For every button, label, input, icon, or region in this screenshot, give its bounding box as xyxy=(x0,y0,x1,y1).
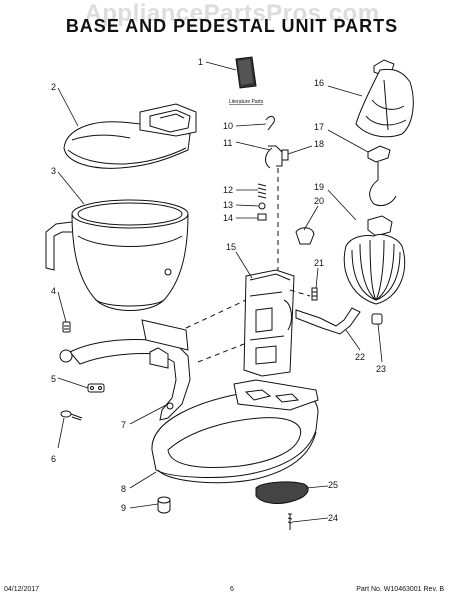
callouts: 1 2 3 4 5 6 7 8 9 10 11 12 13 14 15 16 1… xyxy=(51,57,386,523)
callout-17: 17 xyxy=(314,122,324,132)
lift-lever xyxy=(265,145,289,169)
callout-21: 21 xyxy=(314,258,324,268)
base-pad xyxy=(255,481,309,504)
callout-22: 22 xyxy=(355,352,365,362)
footer-part-number: Part No. W10463001 Rev. B xyxy=(356,586,444,593)
footer-page-number: 6 xyxy=(230,586,234,593)
callout-13: 13 xyxy=(223,200,233,210)
callout-12: 12 xyxy=(223,185,233,195)
callout-10: 10 xyxy=(223,121,233,131)
callout-15: 15 xyxy=(226,242,236,252)
foot xyxy=(157,496,171,514)
base xyxy=(151,379,319,484)
callout-6: 6 xyxy=(51,454,56,464)
callout-2: 2 xyxy=(51,82,56,92)
callout-24: 24 xyxy=(328,513,338,523)
callout-7: 7 xyxy=(121,420,126,430)
callout-4: 4 xyxy=(51,286,56,296)
mixing-bowl xyxy=(45,199,189,311)
screw-21 xyxy=(311,287,318,301)
bracket-20 xyxy=(295,227,315,245)
pouring-shield xyxy=(63,103,197,169)
callout-1: 1 xyxy=(198,57,203,67)
screw-24 xyxy=(287,513,293,530)
pedestal xyxy=(243,269,295,377)
callout-19: 19 xyxy=(314,182,324,192)
callout-3: 3 xyxy=(51,166,56,176)
callout-23: 23 xyxy=(376,364,386,374)
washer xyxy=(258,202,266,210)
lift-crank xyxy=(295,307,383,335)
callout-18: 18 xyxy=(314,139,324,149)
footer-date: 04/12/2017 xyxy=(4,586,40,593)
callout-5: 5 xyxy=(51,374,56,384)
watermark: AppliancePartsPros.com xyxy=(84,0,380,27)
bowl-support xyxy=(59,319,191,421)
nut xyxy=(257,213,267,221)
callout-20: 20 xyxy=(314,196,324,206)
callout-16: 16 xyxy=(314,78,324,88)
callout-25: 25 xyxy=(328,480,338,490)
literature-parts-label: Literature Parts xyxy=(229,99,264,105)
literature-booklet xyxy=(235,56,257,89)
callout-8: 8 xyxy=(121,484,126,494)
wire-whip xyxy=(343,215,406,305)
flat-beater xyxy=(355,59,414,138)
spring xyxy=(257,183,267,199)
clip xyxy=(87,383,105,393)
dough-hook xyxy=(367,145,397,207)
screw-6 xyxy=(60,410,83,421)
callout-11: 11 xyxy=(223,138,232,148)
callout-14: 14 xyxy=(223,213,233,223)
callout-9: 9 xyxy=(121,503,126,513)
page-title: BASE AND PEDESTAL UNIT PARTS xyxy=(65,16,399,36)
hinge-clip xyxy=(265,115,275,131)
bowl-pin xyxy=(62,321,71,333)
